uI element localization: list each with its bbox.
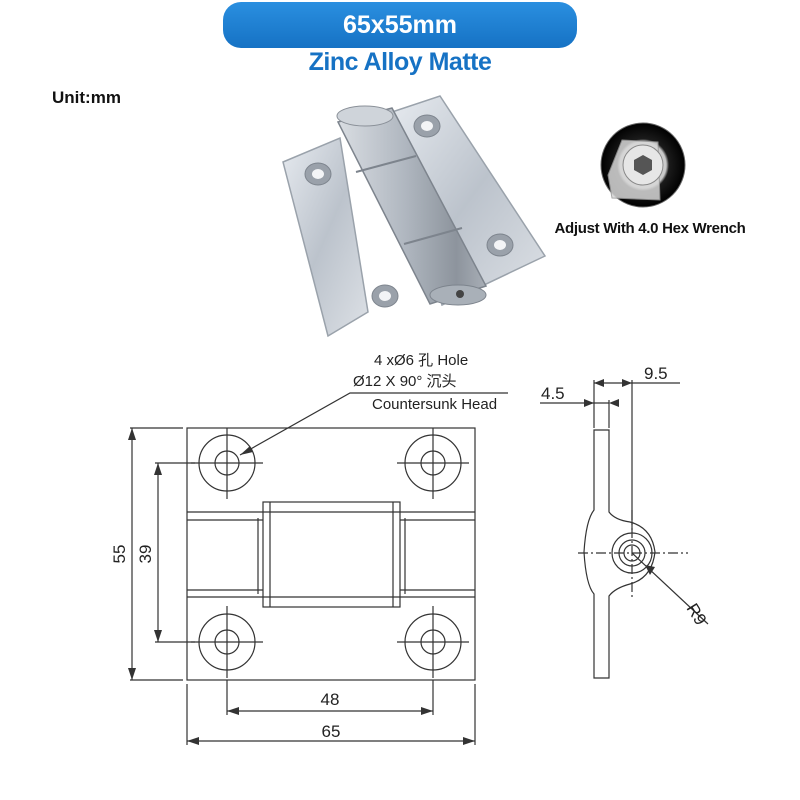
hex-socket-icon <box>634 155 652 175</box>
unit-label: Unit:mm <box>52 88 121 107</box>
hinge-screw-holes <box>304 114 514 308</box>
callout-leader <box>239 392 508 456</box>
dim-label-9-5: 9.5 <box>644 364 668 383</box>
dim-label-55: 55 <box>110 545 129 564</box>
hex-wrench-caption: Adjust With 4.0 Hex Wrench <box>554 220 746 237</box>
title-pill: 65x55mm <box>223 2 577 48</box>
dim-label-65: 65 <box>322 722 341 741</box>
callout-line-3: Countersunk Head <box>372 396 497 413</box>
dim-label-4-5: 4.5 <box>541 384 565 403</box>
hex-wrench-inset <box>600 122 686 208</box>
dim-label-39: 39 <box>136 545 155 564</box>
knuckle-outline <box>262 501 401 608</box>
hex-socket <box>456 290 464 298</box>
front-view-arrows <box>128 428 475 745</box>
side-view-drawing <box>540 380 709 679</box>
hole-symbols <box>191 428 469 678</box>
hinge-left-leaf <box>282 136 369 338</box>
hinge-barrel-top <box>336 105 394 127</box>
plate-outline <box>186 427 476 681</box>
dim-label-48: 48 <box>321 690 340 709</box>
front-view-drawing <box>130 392 508 745</box>
material-subtitle: Zinc Alloy Matte <box>308 48 492 76</box>
callout-line-2: Ø12 X 90° 沉头 <box>353 373 457 390</box>
hinge-photo <box>282 95 547 338</box>
side-view-arrows <box>584 379 655 575</box>
radius-leader <box>631 552 709 625</box>
callout-line-1: 4 xØ6 孔 Hole <box>374 352 468 369</box>
side-profile <box>583 429 656 679</box>
